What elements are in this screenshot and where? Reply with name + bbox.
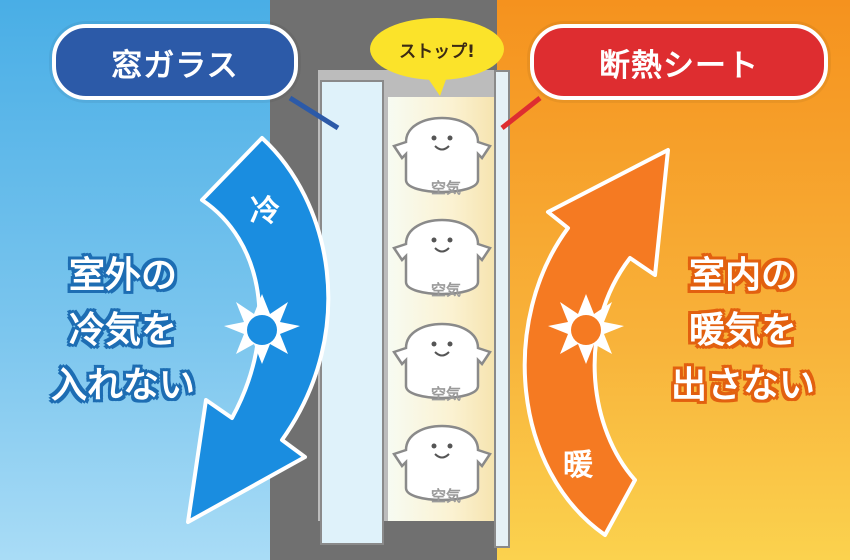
cold-arrow <box>186 136 331 524</box>
air-cell-label: 空気 <box>430 385 461 403</box>
sheet-label-text: 断熱シート <box>599 47 759 84</box>
air-cell: 空気 <box>396 122 496 218</box>
warm-arrow <box>522 148 670 537</box>
air-cell-label: 空気 <box>430 281 461 299</box>
sheet-callout-line <box>500 96 542 130</box>
cold-label: 冷 <box>250 194 280 229</box>
outdoor-caption-line: 冷気を <box>68 310 177 351</box>
air-cell: 空気 <box>396 430 496 526</box>
glass-label: 窓ガラス <box>52 24 298 100</box>
air-cell-label: 空気 <box>430 179 461 197</box>
stop-bubble: ストップ! <box>370 18 504 80</box>
glass-label-text: 窓ガラス <box>111 47 239 84</box>
indoor-caption-line: 室内の <box>688 255 797 296</box>
air-cell: 空気 <box>396 224 496 320</box>
outdoor-caption: 室外の 冷気を 入れない <box>18 248 228 413</box>
air-cell: 空気 <box>396 328 496 424</box>
stop-bubble-text: ストップ! <box>399 41 475 62</box>
sheet-label: 断熱シート <box>530 24 828 100</box>
warm-label: 暖 <box>563 448 593 483</box>
indoor-caption: 室内の 暖気を 出さない <box>648 248 838 413</box>
air-character-icons <box>392 116 492 502</box>
warm-burst-icon <box>548 294 624 364</box>
air-cell-label: 空気 <box>430 487 461 505</box>
indoor-caption-line: 出さない <box>670 365 815 406</box>
glass-callout-line <box>288 95 340 131</box>
outdoor-caption-line: 室外の <box>68 255 177 296</box>
insulation-sheet <box>494 70 510 548</box>
outdoor-caption-line: 入れない <box>50 365 195 406</box>
cold-burst-icon <box>224 294 300 364</box>
indoor-caption-line: 暖気を <box>688 310 797 351</box>
